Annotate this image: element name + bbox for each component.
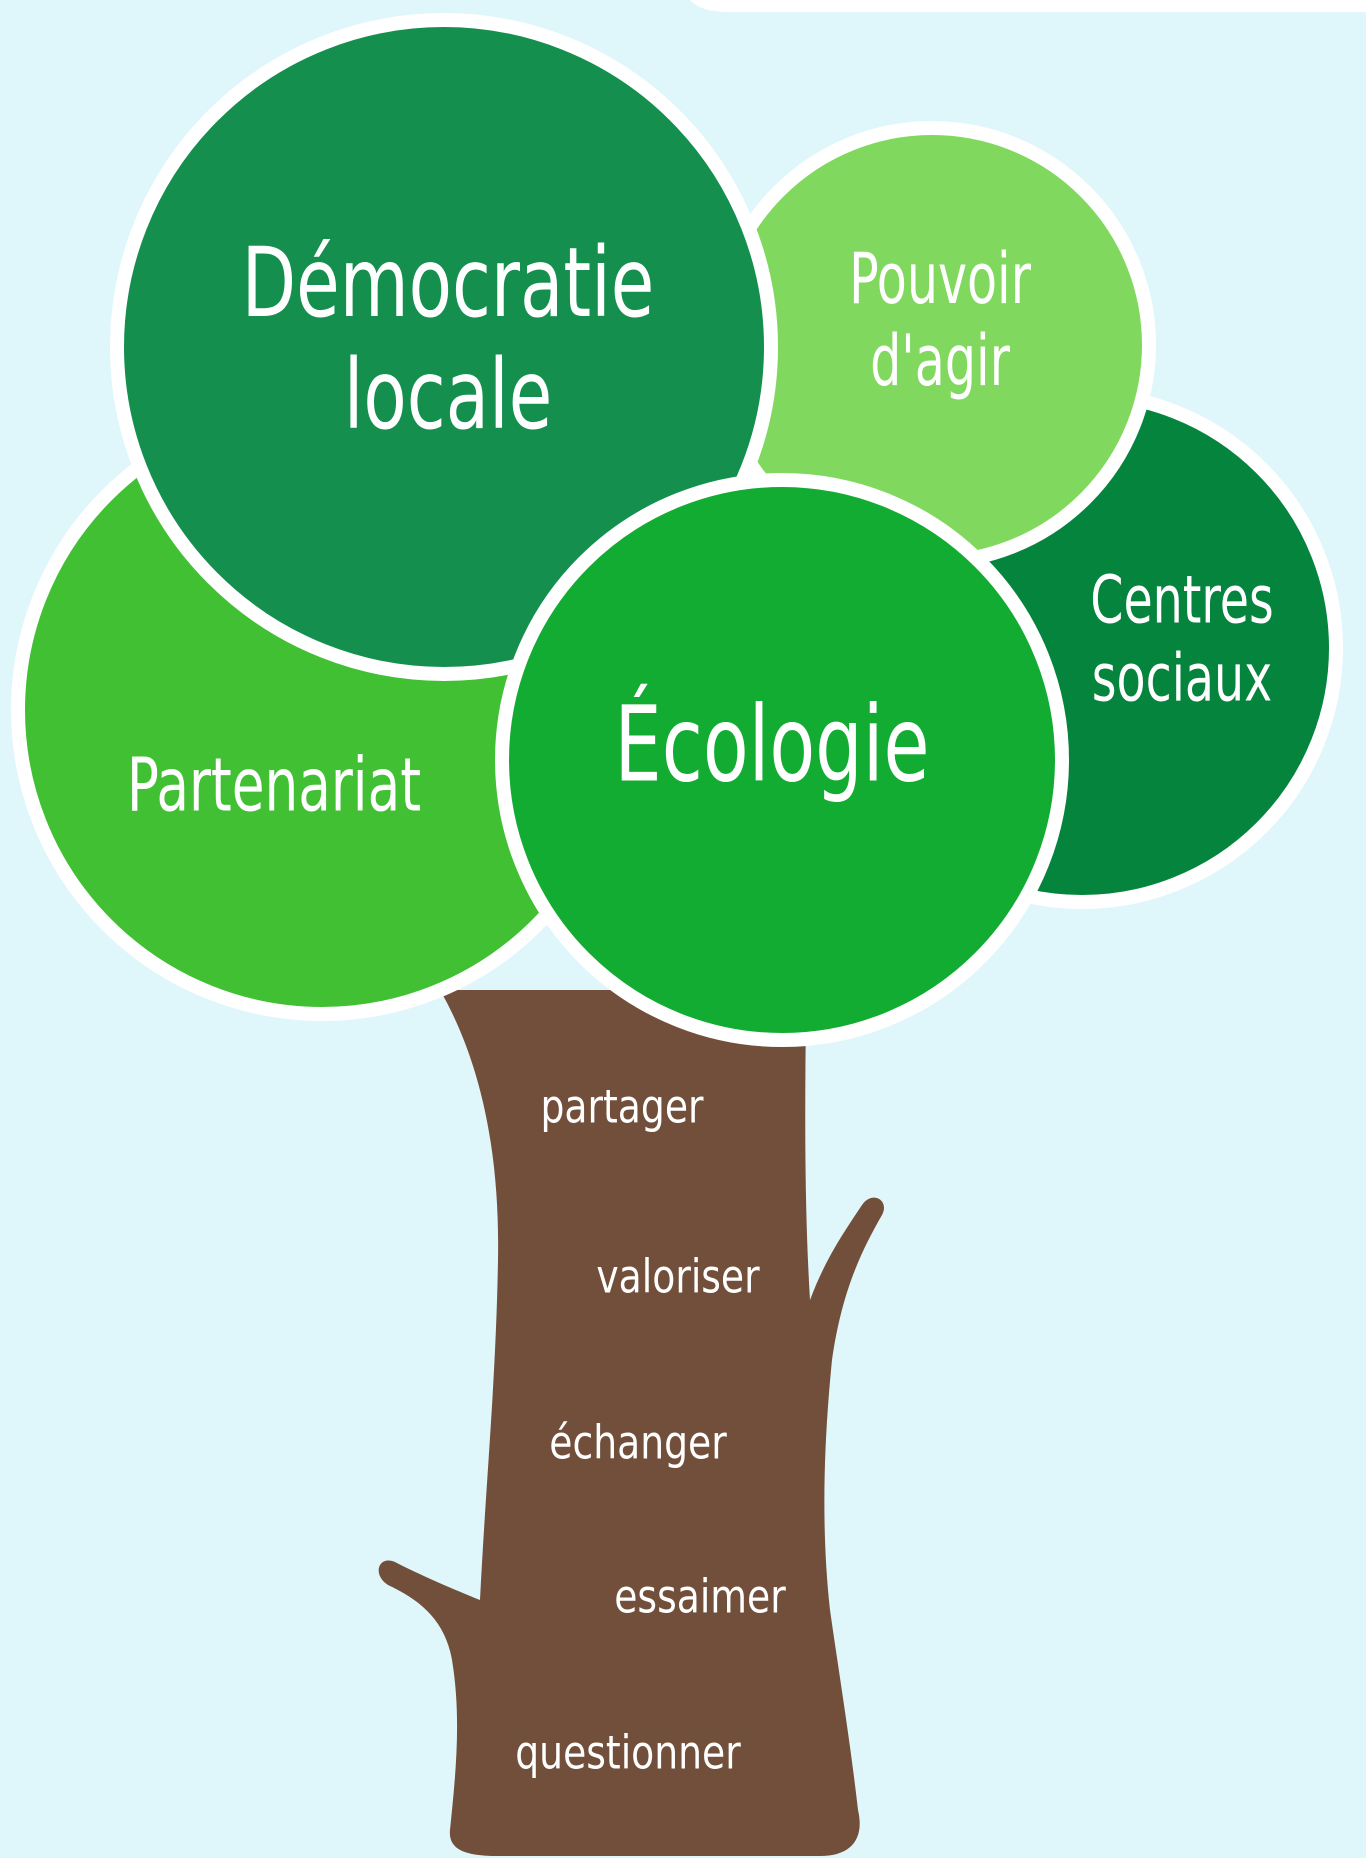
tree-trunk [378, 990, 884, 1856]
pouvoir-label-line2: d'agir [870, 320, 1010, 401]
trunk-word-partager: partager [540, 1080, 704, 1134]
trunk-word-essaimer: essaimer [614, 1570, 786, 1624]
trunk-word-questionner: questionner [515, 1726, 741, 1780]
trunk-word-valoriser: valoriser [596, 1250, 760, 1304]
pouvoir-label-line1: Pouvoir [849, 238, 1031, 319]
top-panel-edge [690, 0, 1366, 12]
democratie-label-line2: locale [344, 340, 553, 452]
centres-label-line1: Centres [1090, 563, 1273, 639]
centres-label-line2: sociaux [1092, 641, 1272, 717]
circle-democratie-locale [110, 13, 778, 681]
circle-ecologie [495, 473, 1069, 1047]
ecologie-label: Écologie [614, 683, 929, 806]
trunk-word-echanger: échanger [549, 1416, 727, 1470]
democratie-label-line1: Démocratie [242, 228, 655, 340]
partenariat-label: Partenariat [127, 742, 421, 828]
